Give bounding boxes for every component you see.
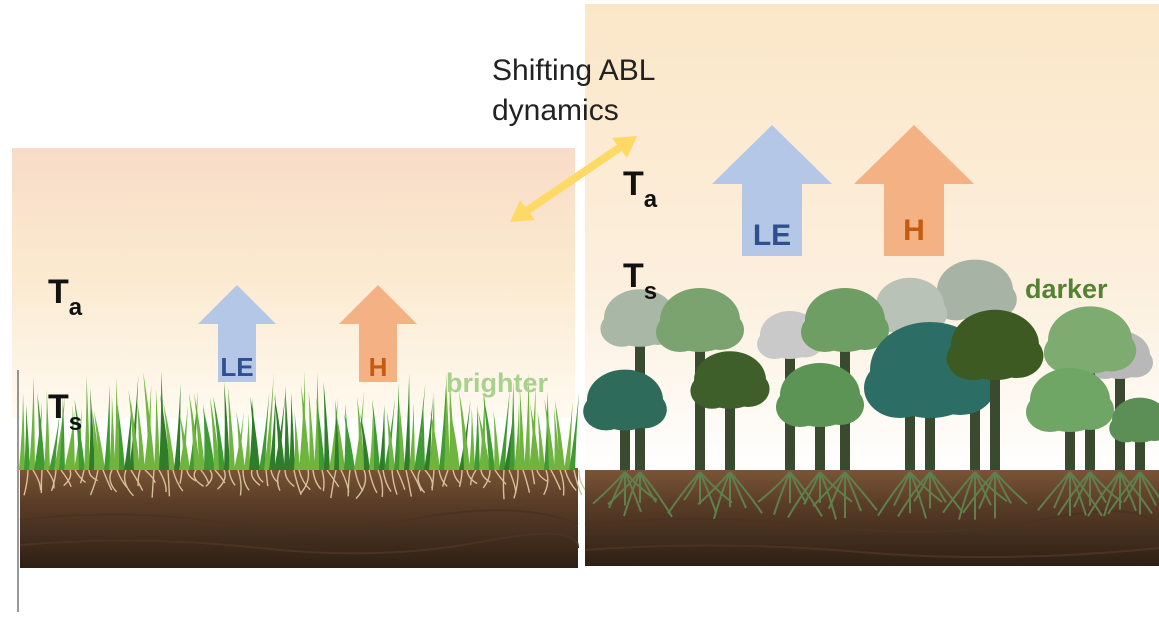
tree [583,369,667,513]
forest-albedo-label: darker [1025,274,1108,304]
tree [1026,368,1114,517]
forest-le-label: LE [753,219,791,252]
up-arrow-icon [712,125,832,256]
double-headed-arrow-icon [510,136,637,222]
tree [946,309,1044,519]
grassland-h-label: H [369,352,388,382]
grassland-panel [12,148,587,612]
grassland-h-arrow: H [339,285,417,382]
grassland-soil [20,468,578,568]
forest-h-label: H [903,214,925,247]
surface-temp-subscript: s [69,409,82,436]
air-temp-subscript: a [69,294,83,321]
grassland-surface-temp: Ts [48,388,82,436]
tree [776,363,864,520]
grassland-air-temp: Ta [48,273,83,321]
grassland-soil-layers [19,509,580,555]
air-temp-symbol: T [623,165,644,203]
title-line-1: Shifting ABL [492,54,655,87]
forest-panel [583,4,1159,566]
forest-le-arrow: LE [712,125,832,256]
grassland-le-label: LE [220,352,253,382]
root-icon [23,469,587,500]
up-arrow-icon [854,125,974,256]
tree-icon [583,259,1159,520]
up-arrow-icon [339,285,417,382]
grassland-sky [12,148,575,418]
air-temp-symbol: T [48,273,69,311]
tree [1107,397,1159,515]
surface-temp-symbol: T [623,257,644,295]
grass-icon [19,370,580,470]
forest-surface-temp: Ts [623,257,657,305]
grassland-albedo-label: brighter [446,368,548,398]
forest-air-temp: Ta [623,165,658,213]
up-arrow-icon [198,285,276,382]
surface-temp-subscript: s [644,278,657,305]
forest-soil-layers [584,510,1159,559]
surface-temp-symbol: T [48,388,69,426]
grassland-le-arrow: LE [198,285,276,382]
air-temp-subscript: a [644,186,658,213]
forest-soil [585,470,1159,566]
tree [1043,306,1137,516]
tree [690,351,770,520]
forest-h-arrow: H [854,125,974,256]
title-line-2: dynamics [492,94,619,127]
